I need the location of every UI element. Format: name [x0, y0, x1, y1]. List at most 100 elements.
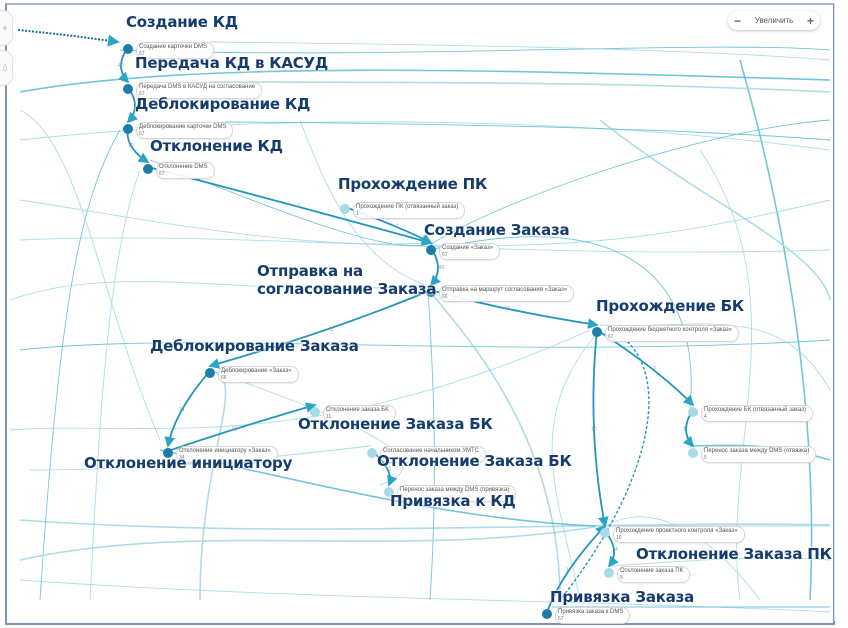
flow-edge[interactable]: [559, 334, 650, 601]
settings-icon: ὃ: [2, 63, 8, 73]
process-node[interactable]: Деблокирование «Заказ» 66: [205, 366, 299, 383]
flow-edge[interactable]: [429, 119, 831, 246]
filter-tab[interactable]: ǂ: [0, 10, 13, 46]
flow-edge[interactable]: [9, 329, 591, 431]
flow-edge[interactable]: [429, 291, 561, 601]
node-name: Создание карточки DMS: [139, 44, 208, 50]
process-node[interactable]: Прохождение БК (отвязанный заказ) 4: [688, 405, 813, 422]
zoom-label[interactable]: Увеличить: [754, 16, 794, 25]
process-node[interactable]: Прохождение проектного контроля «Заказ» …: [600, 526, 745, 543]
node-label-box[interactable]: Отклонение DMS 67: [156, 162, 215, 179]
step-title: Прохождение ПК: [338, 175, 488, 193]
flow-edge[interactable]: [599, 516, 761, 601]
flow-edge[interactable]: [209, 369, 404, 486]
step-title: Прохождение БК: [596, 297, 744, 315]
process-node[interactable]: Создание «Заказ» 67: [426, 243, 501, 260]
node-label-box[interactable]: Прохождение БК (отвязанный заказ) 4: [701, 405, 813, 422]
node-label-box[interactable]: Деблокирование карточки DMS 67: [136, 122, 234, 139]
node-label-box[interactable]: Отклонение заказа БК 11: [323, 405, 396, 422]
node-label-box[interactable]: Прохождение проектного контроля «Заказ» …: [613, 526, 745, 543]
step-title: Деблокирование КД: [135, 95, 311, 113]
node-dot-icon: [310, 407, 320, 417]
process-node[interactable]: Создание карточки DMS 67: [123, 42, 215, 59]
node-label-box[interactable]: Деблокирование «Заказ» 66: [218, 366, 299, 383]
flow-edge[interactable]: [429, 236, 692, 411]
edge-count-label: 12: [232, 427, 238, 433]
flow-edge[interactable]: [19, 199, 425, 245]
flow-edge[interactable]: [19, 237, 831, 253]
node-dot-icon: [688, 448, 698, 458]
process-node[interactable]: Отправка на маршрут согласования «Заказ»…: [426, 285, 575, 302]
edge-count-label: 1: [389, 467, 392, 473]
edge-count-label: 11: [329, 327, 334, 333]
node-label-box[interactable]: Прохождение ПК (отвязанный заказ) 1: [353, 202, 466, 219]
node-label-box[interactable]: Перенос заказа между DMS (отвязка) 5: [701, 446, 817, 463]
process-node[interactable]: Отклонение заказа ПК 5: [604, 566, 691, 583]
flow-edge[interactable]: [39, 129, 121, 601]
flow-edge[interactable]: [427, 289, 435, 601]
node-label-box[interactable]: Передача DMS в КАСУД на согласование 67: [136, 82, 263, 99]
flow-edge[interactable]: [19, 579, 831, 613]
flow-edge[interactable]: [19, 339, 831, 351]
process-node[interactable]: Отклонение DMS 67: [143, 162, 215, 179]
process-node[interactable]: Согласование начальником УМТС 2: [367, 446, 486, 463]
process-map-canvas[interactable]: [5, 3, 835, 625]
node-count: 2: [383, 455, 386, 461]
node-label-box[interactable]: Перенос заказа между DMS (привязка) 2: [397, 485, 517, 502]
flow-edge[interactable]: [299, 119, 426, 286]
flow-edge[interactable]: [209, 41, 831, 61]
process-node[interactable]: Прохождение ПК (отвязанный заказ) 1: [340, 202, 466, 219]
process-node[interactable]: Перенос заказа между DMS (отвязка) 5: [688, 446, 817, 463]
node-label-box[interactable]: Создание «Заказ» 67: [439, 243, 501, 260]
node-name: Отправка на маршрут согласования «Заказ»: [442, 287, 568, 293]
node-dot-icon: [592, 327, 602, 337]
process-node[interactable]: Привязка заказа к DMS 67: [542, 607, 631, 624]
transition-edge[interactable]: [208, 289, 432, 369]
node-dot-icon: [123, 84, 133, 94]
flow-edge[interactable]: [119, 46, 831, 54]
edge-count-label: 40: [136, 103, 142, 109]
flow-edge[interactable]: [19, 109, 161, 441]
process-node[interactable]: Отклонение заказа БК 11: [310, 405, 396, 422]
node-label-box[interactable]: Создание карточки DMS 67: [136, 42, 215, 59]
edge-count-label: 47: [504, 306, 510, 312]
node-label-box[interactable]: Отклонение заказа ПК 5: [617, 566, 691, 583]
node-label-box[interactable]: Отправка на маршрут согласования «Заказ»…: [439, 285, 575, 302]
flow-edge[interactable]: [609, 557, 831, 567]
flow-edge[interactable]: [9, 281, 421, 301]
flow-edge[interactable]: [209, 81, 831, 93]
step-title: Создание Заказа: [424, 221, 570, 239]
node-count: 67: [558, 616, 564, 622]
process-node[interactable]: Перенос заказа между DMS (привязка) 2: [384, 485, 517, 502]
start-edge[interactable]: [17, 29, 120, 47]
flow-edge[interactable]: [19, 519, 831, 530]
flow-edge[interactable]: [89, 169, 141, 601]
node-count: 11: [326, 414, 332, 420]
process-node[interactable]: Деблокирование карточки DMS 67: [123, 122, 234, 139]
node-label-box[interactable]: Прохождение бюджетного контроля «Заказ» …: [605, 325, 740, 342]
process-node[interactable]: Передача DMS в КАСУД на согласование 67: [123, 82, 263, 99]
node-label-box[interactable]: Привязка заказа к DMS 67: [555, 607, 631, 624]
flow-edge[interactable]: [224, 121, 831, 141]
transition-edge[interactable]: [592, 329, 609, 528]
transition-edge[interactable]: [546, 524, 607, 613]
settings-tab[interactable]: ὃ: [0, 50, 13, 86]
node-count: 67: [139, 91, 145, 97]
node-count: 66: [442, 294, 448, 300]
node-dot-icon: [600, 528, 610, 538]
flow-edge[interactable]: [599, 119, 831, 301]
flow-edge[interactable]: [551, 329, 601, 601]
process-node[interactable]: Прохождение бюджетного контроля «Заказ» …: [592, 325, 740, 342]
transition-edge[interactable]: [164, 370, 211, 448]
flow-edge[interactable]: [199, 369, 227, 601]
flow-edge[interactable]: [19, 525, 601, 561]
zoom-out-button[interactable]: −: [734, 13, 742, 28]
flow-edge[interactable]: [19, 69, 831, 93]
process-node[interactable]: Отклонение инициатору «Заказ» 34: [163, 446, 278, 463]
edge-count-label: 10: [128, 143, 134, 149]
flow-edge[interactable]: [29, 445, 371, 471]
flow-edge[interactable]: [739, 59, 813, 601]
node-label-box[interactable]: Отклонение инициатору «Заказ» 34: [176, 446, 278, 463]
zoom-in-button[interactable]: +: [806, 13, 814, 28]
node-label-box[interactable]: Согласование начальником УМТС 2: [380, 446, 486, 463]
